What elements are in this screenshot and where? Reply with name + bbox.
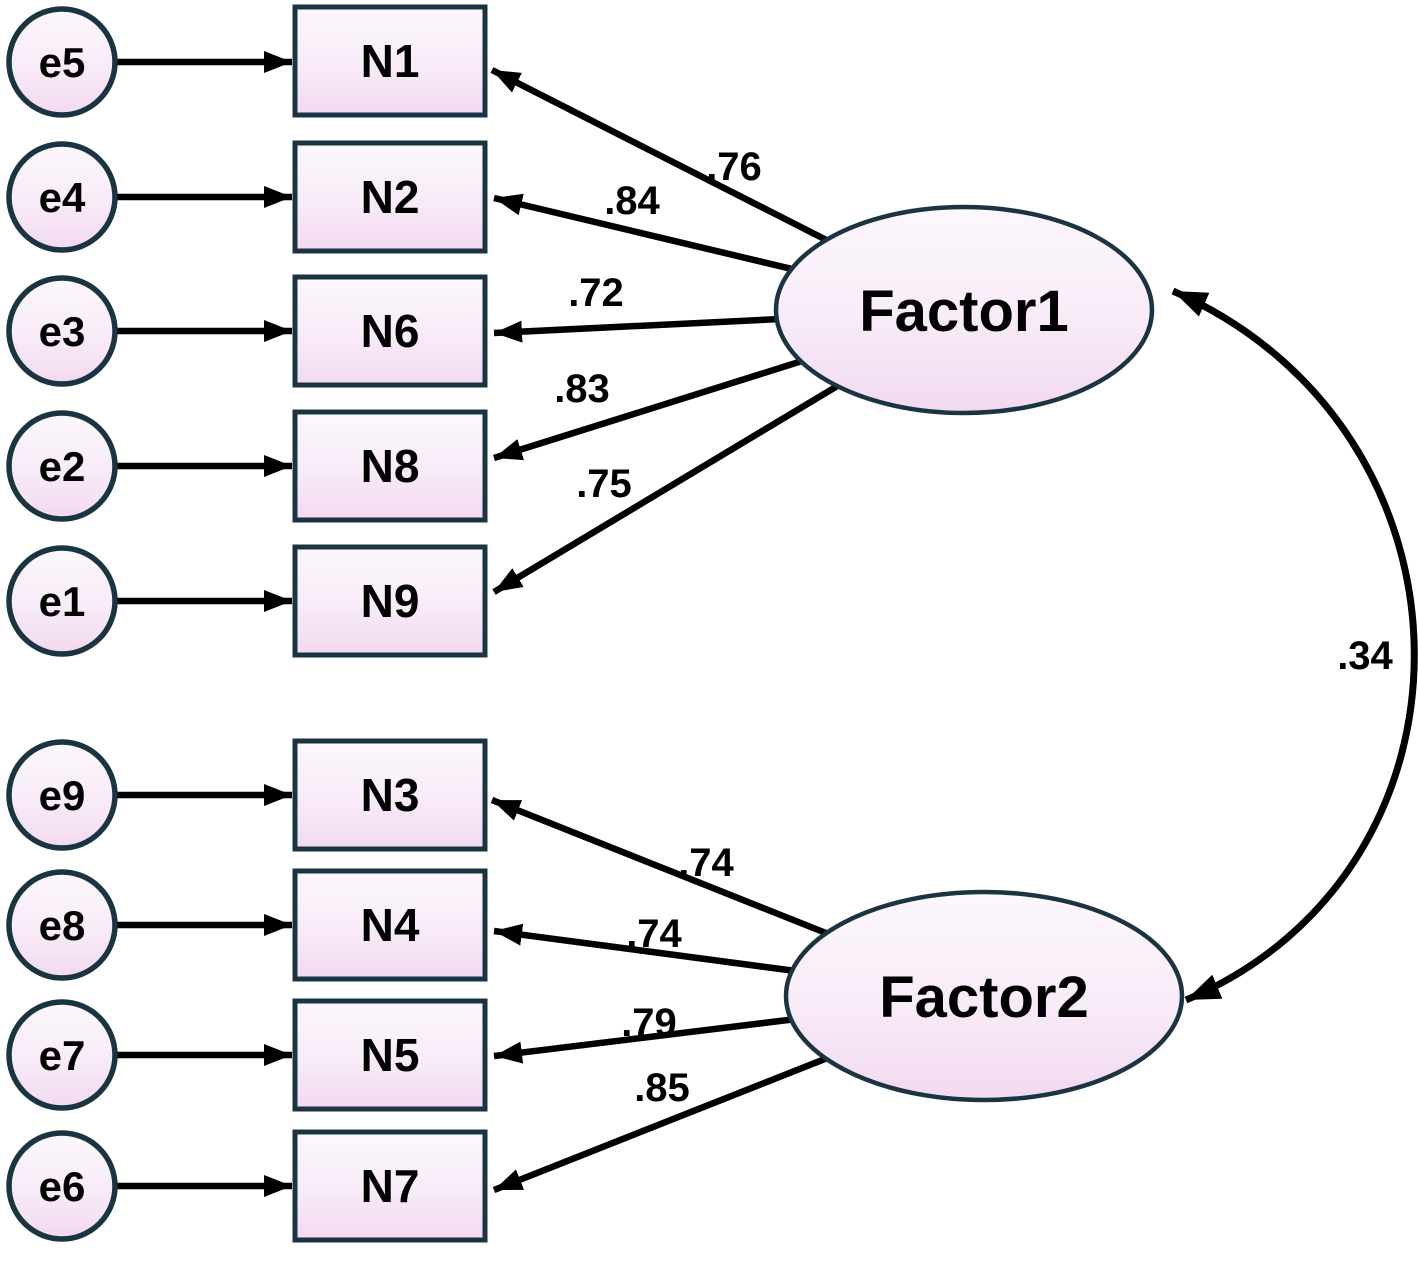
factor-label-factor1: Factor1	[859, 279, 1069, 344]
indicator-box-n8	[292, 409, 488, 523]
indicator-box-n2	[292, 140, 488, 254]
loading-label-factor1-n8: .83	[554, 367, 610, 411]
covariance-arc	[1171, 287, 1418, 1004]
error-label-e4: e4	[39, 174, 86, 221]
indicator-label-n8: N8	[361, 440, 420, 492]
error-circle-e9	[6, 739, 118, 851]
loading-label-factor1-n9: .75	[576, 462, 632, 506]
indicator-label-n4: N4	[361, 899, 420, 951]
indicator-box-n1	[292, 4, 488, 118]
factor-label-factor2: Factor2	[879, 965, 1089, 1030]
indicator-label-n5: N5	[361, 1029, 420, 1081]
error-circle-e7	[6, 999, 118, 1111]
error-circle-e5	[6, 6, 118, 118]
indicator-boxes	[292, 4, 488, 1243]
factor-labels: Factor1 Factor2	[859, 279, 1089, 1030]
indicator-label-n6: N6	[361, 305, 420, 357]
error-circle-e3	[6, 275, 118, 387]
covariance-arrowhead-top	[1173, 291, 1210, 317]
error-label-e3: e3	[39, 308, 86, 355]
loading-label-factor1-n2: .84	[604, 179, 660, 223]
indicator-box-n3	[292, 738, 488, 852]
indicator-box-n7	[292, 1129, 488, 1243]
indicator-label-n3: N3	[361, 769, 420, 821]
factor-ellipse-factor2	[783, 889, 1185, 1103]
error-label-e7: e7	[39, 1032, 86, 1079]
error-circle-e6	[6, 1130, 118, 1242]
error-label-e8: e8	[39, 902, 86, 949]
error-circle-e2	[6, 410, 118, 522]
error-labels: e5 e4 e3 e2 e1 e9 e8 e7 e6	[39, 39, 86, 1210]
factor-ellipses	[773, 204, 1185, 1103]
factor-ellipse-factor1	[773, 204, 1155, 416]
indicator-label-n9: N9	[361, 575, 420, 627]
error-circle-e1	[6, 545, 118, 657]
error-label-e6: e6	[39, 1163, 86, 1210]
loading-label-factor2-n4: .74	[626, 912, 682, 956]
loading-label-factor1-n6: .72	[568, 271, 624, 315]
indicator-labels: N1 N2 N6 N8 N9 N3 N4 N5 N7	[361, 35, 420, 1212]
error-label-e5: e5	[39, 39, 86, 86]
indicator-label-n7: N7	[361, 1160, 420, 1212]
error-label-e1: e1	[39, 578, 86, 625]
error-label-e2: e2	[39, 443, 86, 490]
covariance-value-label: .34	[1337, 634, 1393, 678]
indicator-label-n1: N1	[361, 35, 420, 87]
error-label-e9: e9	[39, 772, 86, 819]
indicator-box-n6	[292, 274, 488, 388]
error-circle-e8	[6, 869, 118, 981]
loading-label-factor2-n3: .74	[678, 841, 734, 885]
loading-label-factor1-n1: .76	[706, 145, 762, 189]
loading-label-factor2-n5: .79	[621, 1001, 677, 1045]
indicator-box-n9	[292, 544, 488, 658]
loading-value-labels: .76 .84 .72 .83 .75 .74 .74 .79 .85 .34	[554, 145, 1393, 1110]
indicator-label-n2: N2	[361, 171, 420, 223]
covariance-arrowhead-bottom	[1186, 974, 1223, 1000]
indicator-box-n5	[292, 998, 488, 1112]
loading-label-factor2-n7: .85	[634, 1066, 690, 1110]
error-circle-e4	[6, 141, 118, 253]
indicator-box-n4	[292, 868, 488, 982]
error-circles	[6, 6, 118, 1242]
